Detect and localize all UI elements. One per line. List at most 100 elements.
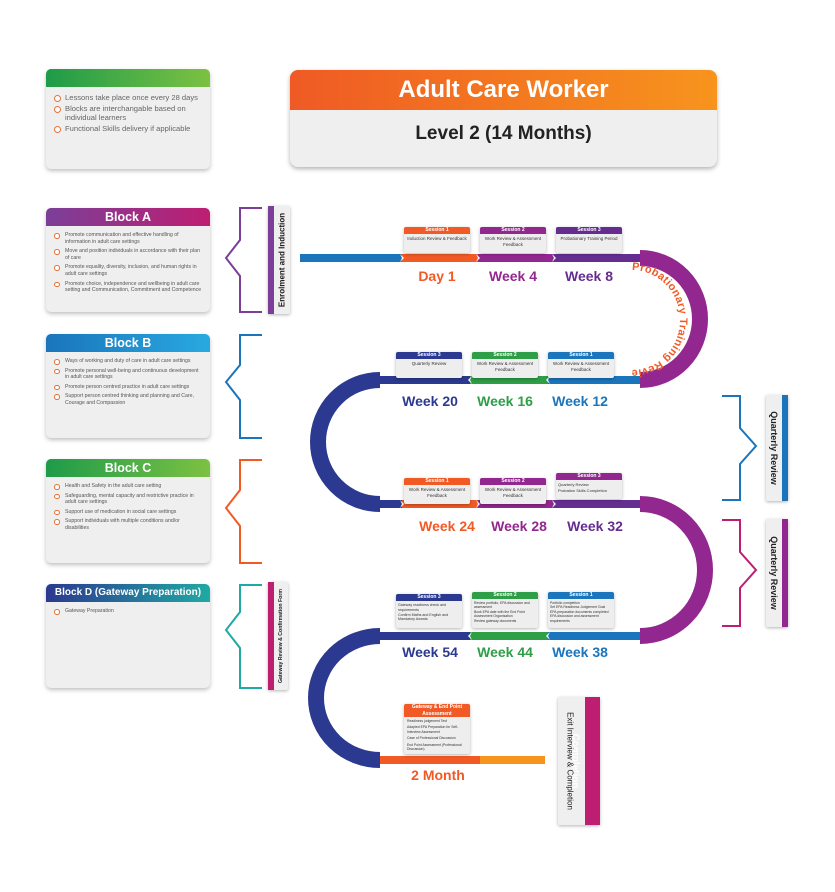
week-label: Week 24 (419, 518, 475, 534)
week-label: Week 12 (552, 393, 608, 409)
session-body: Review portfolio, EPA discussion and ass… (474, 601, 530, 623)
session-card: Session 3 Quarterly Review (396, 352, 462, 378)
info-card-header (46, 69, 210, 87)
info-card: Lessons take place once every 28 days Bl… (46, 69, 210, 169)
quarterly-label-1: Quarterly Review (769, 411, 779, 485)
session-card: Session 2 Work Review & Assessment Feedb… (480, 478, 546, 504)
week-label: Week 20 (402, 393, 458, 409)
week-label: Week 4 (489, 268, 537, 284)
session-head: Session 3 (396, 594, 462, 601)
session-head: Session 1 (548, 352, 614, 359)
block-d-card: Block D (Gateway Preparation) Gateway Pr… (46, 584, 210, 688)
session-card: Session 2 Work Review & Assessment Feedb… (472, 352, 538, 378)
session-card: Session 2 Work Review & Assessment Feedb… (480, 227, 546, 253)
session-card: Session 2 Review portfolio, EPA discussi… (472, 592, 538, 628)
list-item: Promote choice, independence and wellbei… (54, 281, 202, 294)
gateway-epa-head: Gateway & End Point Assessment (404, 704, 470, 717)
gateway-epa-card: Gateway & End Point Assessment Readiness… (404, 704, 470, 754)
block-b-list: Ways of working and duty of care in adul… (46, 352, 210, 407)
list-item: Health and Safety in the adult care sett… (54, 483, 202, 490)
week-label: Week 28 (491, 518, 547, 534)
block-d-list: Gateway Preparation (46, 602, 210, 615)
list-item: Lessons take place once every 28 days (54, 93, 202, 102)
list-item: Move and position individuals in accorda… (54, 248, 202, 261)
list-item: Support person centred thinking and plan… (54, 393, 202, 406)
list-item: Gateway Preparation (54, 608, 202, 615)
session-head: Session 2 (480, 227, 546, 234)
list-item: Adapted EPA Preparation for Self-Intervi… (407, 725, 459, 734)
session-card: Session 3 Quarterly Review Probation Ski… (556, 473, 622, 499)
gateway-tab: Gateway Review & Confirmation Form (268, 582, 288, 690)
list-item: Promote equality, diversity, inclusion, … (54, 264, 202, 277)
info-list: Lessons take place once every 28 days Bl… (46, 87, 210, 133)
block-b-card: Block B Ways of working and duty of care… (46, 334, 210, 438)
session-card: Session 1 Portfolio completion Set EPA R… (548, 592, 614, 628)
week-label: Week 16 (477, 393, 533, 409)
session-head: Session 1 (548, 592, 614, 599)
list-item: Ways of working and duty of care in adul… (54, 358, 202, 365)
week-label: Day 1 (418, 268, 456, 284)
page-title: Adult Care Worker (290, 70, 717, 110)
session-head: Session 3 (556, 473, 622, 480)
session-body: Work Review & Assessment Feedback (552, 361, 610, 372)
page-subtitle: Level 2 (14 Months) (415, 123, 592, 144)
list-item: Blocks are interchangable based on indiv… (54, 104, 202, 122)
quarterly-label-2: Quarterly Review (769, 536, 779, 610)
list-item: Promote personal well-being and continuo… (54, 368, 202, 381)
block-d-title: Block D (Gateway Preparation) (46, 584, 210, 602)
quarterly-review-tab-2: Quarterly Review (766, 519, 788, 627)
block-a-card: Block A Promote communication and effect… (46, 208, 210, 312)
list-item: Readiness judgement Test (407, 719, 447, 723)
session-head: Session 3 (396, 352, 462, 359)
session-card: Session 1 Induction Review & Feedback (404, 227, 470, 253)
list-item: Promote person centred practice in adult… (54, 384, 202, 391)
list-item: Safeguarding, mental capacity and restri… (54, 493, 202, 506)
week-label: Week 32 (567, 518, 623, 534)
list-item: Support individuals with multiple condit… (54, 518, 202, 531)
list-item: End Point Assessment (Professional Discu… (407, 742, 462, 752)
enrolment-label: Enrolment and Induction (277, 212, 287, 308)
block-b-title: Block B (46, 334, 210, 352)
session-body: Portfolio completion Set EPA Readiness J… (550, 601, 609, 623)
session-head: Session 2 (472, 592, 538, 599)
week-label: 2 Month (411, 767, 465, 783)
session-body: Gateway readiness check and requirements… (398, 603, 449, 622)
block-c-list: Health and Safety in the adult care sett… (46, 477, 210, 532)
list-item: Case of Professional Discussion (407, 736, 456, 741)
gateway-epa-list: Readiness judgement Test Adapted EPA Pre… (404, 717, 470, 751)
week-label: Week 38 (552, 644, 608, 660)
session-body: Work Review & Assessment Feedback (484, 487, 542, 498)
session-head: Session 2 (480, 478, 546, 485)
gateway-label: Gateway Review & Confirmation Form (278, 589, 284, 683)
session-head: Session 2 (472, 352, 538, 359)
session-body: Work Review & Assessment Feedback (476, 361, 534, 372)
block-a-title: Block A (46, 208, 210, 226)
week-label: Week 44 (477, 644, 533, 660)
list-item: Functional Skills delivery if applicable (54, 124, 202, 133)
session-card: Session 1 Work Review & Assessment Feedb… (548, 352, 614, 378)
session-body: Quarterly Review Probation Skills Comple… (558, 482, 607, 493)
session-head: Session 1 (404, 478, 470, 485)
session-body: Work Review & Assessment Feedback (484, 236, 542, 247)
block-c-card: Block C Health and Safety in the adult c… (46, 459, 210, 563)
session-head: Session 1 (404, 227, 470, 234)
exit-interview-label: Exit Interview & Completion (565, 712, 575, 810)
session-card: Session 1 Work Review & Assessment Feedb… (404, 478, 470, 504)
completion-tab: Completion Exit Interview & Completion (558, 697, 600, 825)
session-card: Session 3 Probationary Training Period (556, 227, 622, 253)
block-a-list: Promote communication and effective hand… (46, 226, 210, 294)
title-card: Adult Care Worker Level 2 (14 Months) (290, 70, 717, 167)
quarterly-review-tab-1: Quarterly Review (766, 395, 788, 501)
session-body: Work Review & Assessment Feedback (408, 487, 466, 498)
list-item: Promote communication and effective hand… (54, 232, 202, 245)
session-card: Session 3 Gateway readiness check and re… (396, 594, 462, 628)
session-body: Induction Review & Feedback (407, 236, 467, 241)
week-label: Week 54 (402, 644, 458, 660)
session-body: Quarterly Review (411, 361, 447, 366)
week-label: Week 8 (565, 268, 613, 284)
block-c-title: Block C (46, 459, 210, 477)
enrolment-tab: Enrolment and Induction (268, 206, 290, 314)
session-head: Session 3 (556, 227, 622, 234)
list-item: Support use of medication in social care… (54, 509, 202, 516)
